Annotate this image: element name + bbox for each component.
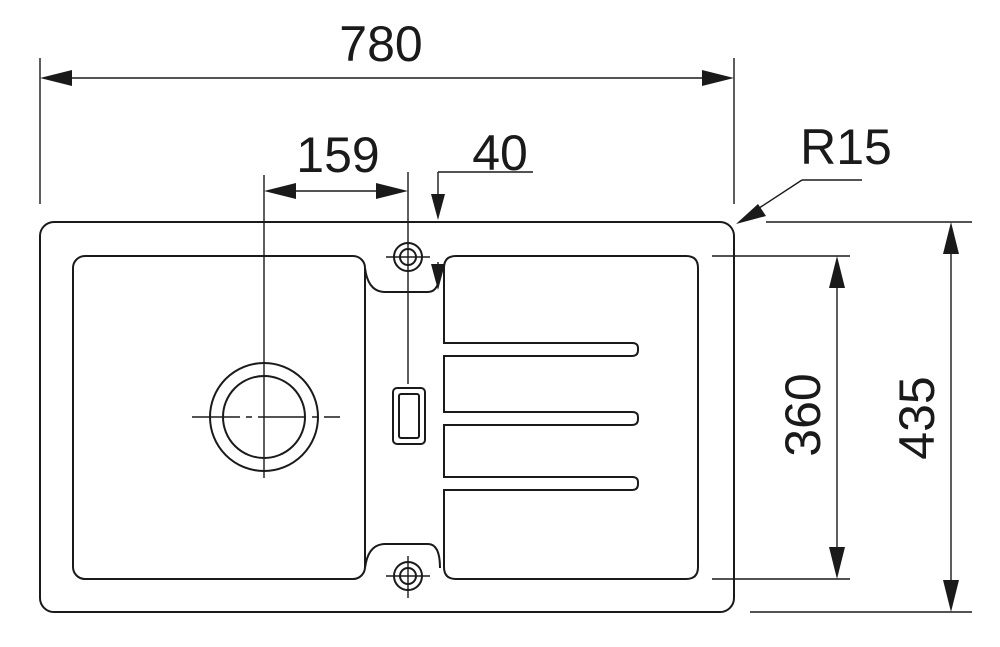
tap-hole-bottom — [386, 556, 430, 598]
drain-fitting — [192, 362, 340, 472]
dimension-label-360: 360 — [775, 373, 831, 456]
dimension-label-159: 159 — [296, 127, 379, 183]
dimension-label-780: 780 — [339, 16, 422, 72]
center-bridge — [364, 267, 441, 569]
dimension-corner-radius: R15 — [736, 119, 892, 224]
overflow-slot — [392, 387, 426, 445]
dimension-bowl-center-offset: 159 — [263, 127, 409, 478]
dimension-overall-depth: 435 — [750, 221, 972, 613]
dimension-label-r15: R15 — [800, 119, 892, 175]
drainboard — [443, 255, 699, 580]
dimension-label-435: 435 — [889, 376, 945, 459]
dimension-overall-width: 780 — [39, 16, 735, 204]
sink-outline — [39, 221, 735, 613]
dimension-label-40: 40 — [472, 125, 528, 181]
sink-bowl — [72, 255, 366, 580]
dimension-bowl-depth: 360 — [712, 255, 850, 580]
dimension-edge-offset: 40 — [431, 125, 533, 290]
